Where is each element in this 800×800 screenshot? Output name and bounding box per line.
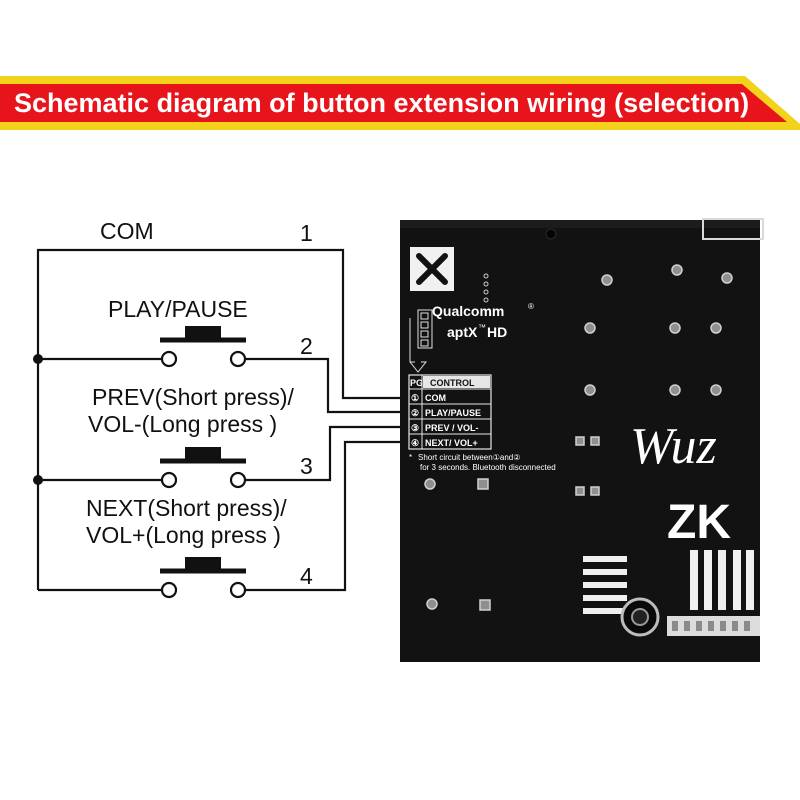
pcb-edge-shade	[400, 220, 760, 228]
button-next-vol-up	[160, 557, 247, 599]
x-logo-icon	[416, 253, 448, 285]
pcb-stripe-pads	[583, 550, 754, 614]
pcb-mount-hole	[545, 228, 557, 240]
button-terminal	[229, 471, 247, 489]
pcb-brand-tm: ™	[478, 323, 486, 332]
pin4-wire	[245, 440, 405, 592]
pcb-bottom-connector-slots	[672, 621, 750, 631]
button-label-prev-line1: PREV(Short press)/	[92, 384, 295, 410]
button-terminal	[160, 471, 178, 489]
button-terminal	[229, 350, 247, 368]
table-row-name: PLAY/PAUSE	[425, 408, 481, 418]
pin-number-2: 2	[300, 333, 313, 359]
pcb-jack-inner	[631, 608, 649, 626]
button-plunger	[185, 557, 221, 570]
pin3-wire	[245, 425, 405, 482]
button-terminal	[160, 350, 178, 368]
button-plunger	[185, 326, 221, 339]
table-row-name: NEXT/ VOL+	[425, 438, 478, 448]
junction-dot	[33, 354, 43, 364]
pcb-connector-pins	[420, 312, 429, 347]
pin-number-3: 3	[300, 453, 313, 479]
table-row-num: ④	[411, 438, 419, 448]
pcb-script-logo: Wuz	[630, 418, 717, 475]
pin-number-1: 1	[300, 220, 313, 246]
pin-number-4: 4	[300, 563, 313, 589]
pcb-brand-reg: ®	[528, 302, 534, 311]
button-label-next-line2: VOL+(Long press )	[86, 522, 281, 548]
pcb-brand-aptx: aptX	[447, 324, 478, 340]
button-label-prev-line2: VOL-(Long press )	[88, 411, 277, 437]
pcb-note-star: *	[409, 453, 412, 462]
button-play-pause	[160, 326, 247, 368]
table-row-name: COM	[425, 393, 446, 403]
pcb-note-line1: Short circuit between①and②	[418, 453, 520, 462]
pcb-control-table: PG CONTROL ① COM ② PLAY/PAUSE ③ PREV / V…	[408, 374, 492, 450]
pin2-wire	[245, 357, 405, 414]
pcb-square-pads	[477, 436, 600, 611]
pcb-connector-outline	[702, 218, 764, 240]
title-banner: Schematic diagram of button extension wi…	[0, 76, 800, 130]
com-label: COM	[100, 218, 154, 244]
table-header-control: CONTROL	[430, 378, 475, 388]
pcb-board: Qualcomm ® aptX ™ HD PG CONTROL ① COM ② …	[400, 218, 764, 662]
pcb-brand-hd: HD	[487, 324, 507, 340]
pcb-solder-pads	[424, 264, 733, 610]
pcb-brand-qualcomm: Qualcomm	[432, 303, 504, 319]
table-row-name: PREV / VOL-	[425, 423, 479, 433]
table-row-num: ③	[411, 423, 419, 433]
pcb-arrow	[409, 318, 428, 373]
button-terminal	[229, 581, 247, 599]
banner-title: Schematic diagram of button extension wi…	[14, 88, 749, 118]
table-row-num: ①	[411, 393, 419, 403]
table-row-num: ②	[411, 408, 419, 418]
table-header-pg: PG	[410, 378, 423, 388]
button-prev-vol-down	[160, 447, 247, 489]
button-label-next-line1: NEXT(Short press)/	[86, 495, 287, 521]
button-plunger	[185, 447, 221, 460]
wire-entry	[400, 396, 408, 444]
banner-red-band	[0, 84, 787, 122]
pcb-note-line2: for 3 seconds. Bluetooth disconnected	[420, 463, 556, 472]
junction-dot	[33, 475, 43, 485]
pcb-pin-header-dots	[483, 273, 489, 303]
button-label-play-pause: PLAY/PAUSE	[108, 296, 248, 322]
button-terminal	[160, 581, 178, 599]
pcb-connector-diagram	[417, 309, 433, 349]
pcb-big-text: ZK	[667, 496, 731, 549]
